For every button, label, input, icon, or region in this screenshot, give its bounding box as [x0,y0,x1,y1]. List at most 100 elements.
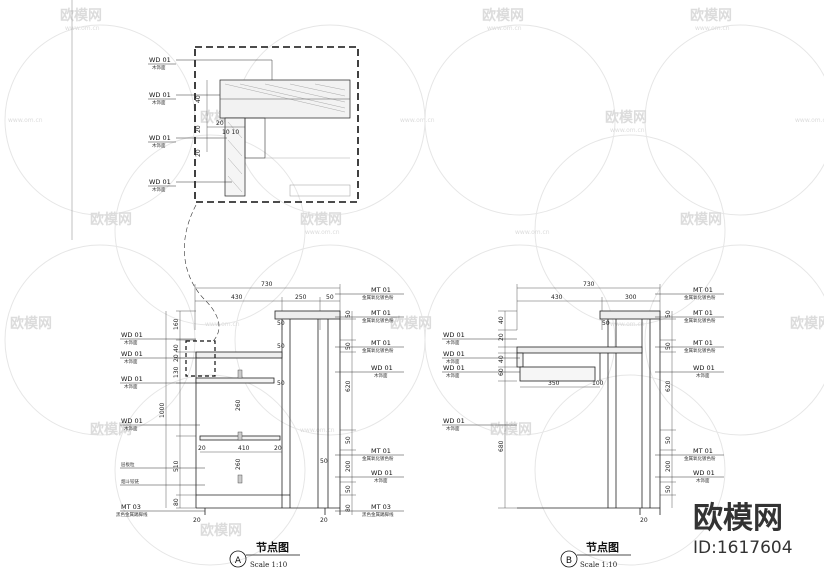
dim-text: 40 [195,95,202,103]
material-tag-code: WD 01 [121,331,143,339]
section-a-left-dims [165,310,196,509]
dim-text: 20 [195,149,202,157]
dim-text: 20 [198,445,206,452]
section-title: 节点图 [586,540,619,554]
enlarged-detail: 40 20 20 20 10 10 WD 01 木饰面 WD 01 木饰面 WD… [148,46,359,343]
dim-text: 50 [277,320,285,327]
material-tag-code: MT 01 [693,286,713,294]
dim-text: 100 [592,380,604,387]
section-b-left-dims [498,310,517,509]
watermark-circle [534,134,726,326]
dim-text: 200 [665,460,672,472]
section-a-cabinet [195,310,341,515]
material-tag-code: WD 01 [121,375,143,383]
dim-text: 80 [173,498,180,506]
dim-text: 1000 [159,403,166,418]
section-a-left-tags: WD 01 木饰面 WD 01 木饰面 WD 01 木饰面 WD 01 木饰面 … [116,331,205,518]
material-tag-desc: 木饰面 [152,142,166,149]
material-tag-code: MT 01 [371,286,391,294]
dim-text: 20 [320,517,328,524]
material-tag-code: WD 01 [443,417,465,425]
dim-text: 40 [498,355,505,363]
detail-hatch [224,83,346,113]
material-tag-code: WD 01 [149,91,171,99]
material-tag-desc: 木饰面 [124,425,138,432]
watermark-id-block: 欧模网 ID:1617604 [693,501,793,558]
section-title: 节点图 [256,540,289,554]
material-tag-code: WD 01 [121,350,143,358]
material-tag-desc: 木饰面 [446,358,460,365]
material-tag-desc: 木饰面 [446,372,460,379]
dim-text: 50 [602,320,610,327]
drawer-handle [237,369,243,379]
dim-text: 430 [231,294,243,301]
detail-callout-connector [184,204,220,343]
watermark-url: www.om.cn [205,321,240,328]
drawer-handle [237,431,243,441]
dim-text: 620 [665,380,672,392]
watermark-brand: 欧模网 [605,109,647,126]
material-tag-code: MT 01 [693,309,713,317]
watermark-brand: 欧模网 [300,211,342,228]
watermark-circle [234,24,426,216]
dim-text: 10 10 [222,129,239,136]
watermark-circle [114,374,306,566]
material-tag-desc: 木饰面 [696,372,710,379]
dim-text: 50 [320,458,328,465]
watermark-brand: 欧模网 [690,7,732,24]
dim-text: 250 [295,294,307,301]
note-label: 烟斗铰链 [121,478,139,485]
material-tag-code: WD 01 [443,331,465,339]
dim-text: 620 [345,380,352,392]
section-a-right-tags: MT 01 金属氧化镀色粉 MT 01 金属氧化镀色粉 MT 01 金属氧化镀色… [335,286,404,518]
material-tag-desc: 木饰面 [446,339,460,346]
material-tag-desc: 木饰面 [152,64,166,71]
material-tag-desc: 木饰面 [696,477,710,484]
material-tag-desc: 金属氧化镀色粉 [362,455,394,462]
material-tag-desc: 金属氧化镀色粉 [684,294,716,301]
detail-inner-block [244,117,266,159]
material-tag-code: MT 01 [693,339,713,347]
dim-text: 50 [345,310,352,318]
dim-text: 50 [326,294,334,301]
material-tag-code: WD 01 [149,178,171,186]
dim-text: 300 [625,294,637,301]
watermark-text-layer: 欧模网 www.om.cn 欧模网 www.om.cn 欧模网 www.om.c… [8,7,824,539]
material-tag-desc: 金属氧化镀色粉 [362,317,394,324]
watermark-url: www.om.cn [795,117,824,124]
dim-text: 50 [345,342,352,350]
watermark-url: www.om.cn [65,25,100,32]
section-marker-label: A [235,556,242,566]
material-tag-desc: 金属氧化镀色粉 [684,347,716,354]
material-tag-desc: 金属氧化镀色粉 [684,317,716,324]
watermark-url: www.om.cn [610,321,645,328]
section-a-title: A 节点图 Scale 1:10 [229,540,300,569]
section-a-right-dims [340,311,356,515]
section-marker [560,550,578,568]
dim-text: 50 [277,380,285,387]
watermark-url: www.om.cn [487,25,522,32]
material-tag-desc: 木饰面 [124,339,138,346]
watermark-url: www.om.cn [305,229,340,236]
section-b-right-tags: MT 01 金属氧化镀色粉 MT 01 金属氧化镀色粉 MT 01 金属氧化镀色… [655,286,724,484]
dim-text: 50 [665,436,672,444]
dim-text: 510 [173,460,180,472]
section-a: 730 430 250 50 [116,281,404,569]
material-tag-desc: 金属氧化镀色粉 [684,455,716,462]
material-tag-desc: 金属氧化镀色粉 [362,294,394,301]
material-tag-desc: 黑色金属踢脚线 [362,511,394,518]
dim-text: 50 [345,436,352,444]
material-tag-code: MT 03 [371,503,391,511]
watermark-brand: 欧模网 [680,211,722,228]
dim-text: 680 [498,440,505,452]
material-tag-code: WD 01 [443,350,465,358]
watermark-url: www.om.cn [8,117,43,124]
material-tag-desc: 木饰面 [152,186,166,193]
material-tag-desc: 木饰面 [374,372,388,379]
detail-dashed-frame [194,46,359,203]
watermark-url: www.om.cn [400,117,435,124]
watermark-circle [114,134,306,326]
dim-text: 260 [235,458,242,470]
section-marker [229,550,247,568]
